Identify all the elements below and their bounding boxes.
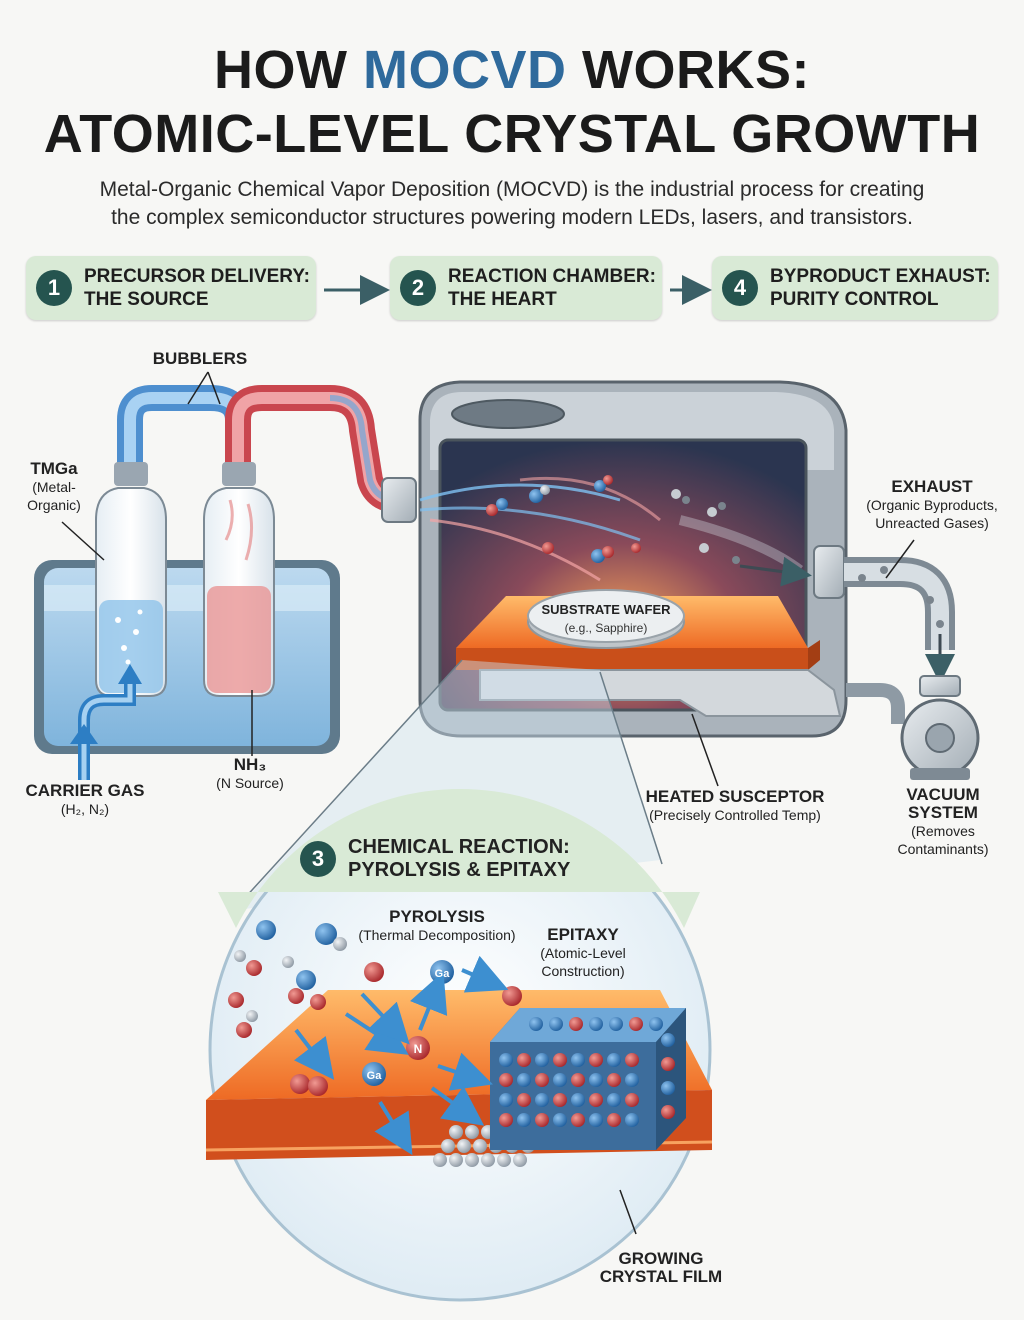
subtitle: Metal-Organic Chemical Vapor Deposition … (60, 176, 964, 232)
title-part2: WORKS: (566, 40, 810, 100)
tmga-sub2: Organic) (27, 497, 81, 513)
bubblers-title: BUBBLERS (152, 349, 248, 368)
chamber-inlet (381, 477, 417, 523)
step-label-line1: REACTION CHAMBER: (448, 266, 656, 287)
pyrolysis-label: PYROLYSIS (Thermal Decomposition) (342, 908, 532, 944)
nh3-title: NH₃ (233, 755, 267, 774)
reaction-chamber (418, 380, 848, 738)
step-number-badge: 3 (300, 841, 336, 877)
subtitle-line1: Metal-Organic Chemical Vapor Deposition … (99, 178, 925, 201)
tmga-sub1: (Metal- (32, 479, 76, 495)
epitaxy-sub2: Construction) (541, 963, 625, 979)
title-accent: MOCVD (363, 40, 567, 100)
exhaust-pipe (813, 545, 961, 697)
susceptor-sub: (Precisely Controlled Temp) (649, 807, 821, 823)
tmga-title: TMGa (30, 459, 78, 478)
step-label-line2: PYROLYSIS & EPITAXY (348, 859, 571, 881)
carrier-gas-sub: (H₂, N₂) (60, 801, 110, 817)
nh3-label: NH₃ (N Source) (200, 756, 300, 792)
step-label-line2: THE HEART (448, 289, 557, 310)
step-label: REACTION CHAMBER: THE HEART (448, 265, 656, 311)
step-number-badge: 4 (722, 270, 758, 306)
epitaxy-title: EPITAXY (547, 925, 619, 944)
vacuum-sub2: Contaminants) (897, 841, 989, 857)
tmga-bubbler (95, 462, 167, 697)
step-label-line2: THE SOURCE (84, 289, 209, 310)
title-line2: ATOMIC-LEVEL CRYSTAL GROWTH (43, 104, 981, 164)
step-label: PRECURSOR DELIVERY: THE SOURCE (84, 265, 310, 311)
crystal-film-title-1: GROWING (618, 1249, 704, 1268)
vacuum-title-1: VACUUM (906, 785, 980, 804)
epitaxy-sub1: (Atomic-Level (540, 945, 626, 961)
exhaust-title: EXHAUST (891, 477, 973, 496)
wafer-sub-label: (e.g., Sapphire) (565, 621, 648, 635)
epitaxy-label: EPITAXY (Atomic-Level Construction) (528, 926, 638, 980)
exhaust-sub1: (Organic Byproducts, (866, 497, 998, 513)
pyrolysis-title: PYROLYSIS (389, 907, 485, 926)
step-label-line1: CHEMICAL REACTION: (348, 836, 570, 858)
detail-lens (205, 789, 713, 1302)
pyrolysis-sub: (Thermal Decomposition) (358, 927, 516, 943)
exhaust-sub2: Unreacted Gases) (875, 515, 989, 531)
bubbler-tubing (117, 385, 399, 513)
susceptor-title: HEATED SUSCEPTOR (645, 787, 825, 806)
atom-n-label: N (414, 1042, 423, 1056)
step-byproduct-exhaust: 4 BYPRODUCT EXHAUST: PURITY CONTROL (712, 256, 998, 320)
crystal-film-label: GROWING CRYSTAL FILM (586, 1250, 736, 1286)
step-label-line2: PURITY CONTROL (770, 289, 939, 310)
exhaust-label: EXHAUST (Organic Byproducts, Unreacted G… (852, 478, 1012, 532)
step-reaction-chamber: 2 REACTION CHAMBER: THE HEART (390, 256, 662, 320)
step-label-line1: BYPRODUCT EXHAUST: (770, 266, 991, 287)
step-number-badge: 1 (36, 270, 72, 306)
carrier-gas-title: CARRIER GAS (25, 781, 145, 800)
carrier-gas-label: CARRIER GAS (H₂, N₂) (14, 782, 156, 818)
wafer-label: SUBSTRATE WAFER (541, 602, 671, 617)
step-number-badge: 2 (400, 270, 436, 306)
page-title: HOW MOCVD WORKS: ATOMIC-LEVEL CRYSTAL GR… (0, 38, 1024, 166)
atom-ga-label: Ga (435, 968, 451, 980)
bubblers-label: BUBBLERS (140, 350, 260, 368)
nh3-sub: (N Source) (216, 775, 284, 791)
tmga-label: TMGa (Metal- Organic) (14, 460, 94, 514)
atom-ga-label: Ga (367, 1070, 383, 1082)
vacuum-sub1: (Removes (911, 823, 975, 839)
susceptor-label: HEATED SUSCEPTOR (Precisely Controlled T… (630, 788, 840, 824)
nh3-bubbler (203, 462, 275, 697)
vacuum-label: VACUUM SYSTEM (Removes Contaminants) (880, 786, 1006, 858)
step-label: CHEMICAL REACTION: PYROLYSIS & EPITAXY (348, 836, 570, 882)
step-label: BYPRODUCT EXHAUST: PURITY CONTROL (770, 265, 991, 311)
title-part1: HOW (214, 40, 363, 100)
vacuum-title-2: SYSTEM (908, 803, 978, 822)
step-precursor-delivery: 1 PRECURSOR DELIVERY: THE SOURCE (26, 256, 316, 320)
subtitle-line2: the complex semiconductor structures pow… (111, 206, 913, 229)
vacuum-pump (846, 683, 980, 780)
crystal-film-title-2: CRYSTAL FILM (599, 1267, 723, 1286)
step-label-line1: PRECURSOR DELIVERY: (84, 266, 310, 287)
step-chemical-reaction: 3 CHEMICAL REACTION: PYROLYSIS & EPITAXY (300, 826, 720, 892)
